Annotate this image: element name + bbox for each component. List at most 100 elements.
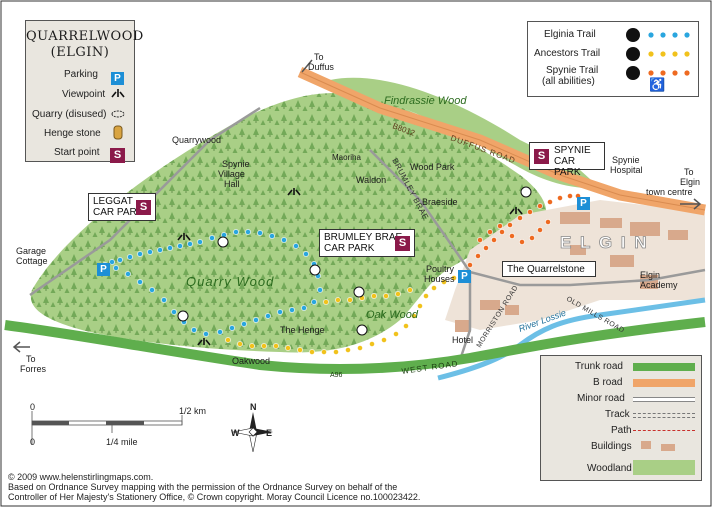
legend-trunk-road-label: Trunk road <box>575 361 623 372</box>
legend-quarry-label: Quarry (disused) <box>32 109 107 120</box>
compass-w: W <box>231 428 240 438</box>
wood-park-label: Wood Park <box>410 162 455 172</box>
title-line-1: QUARRELWOOD <box>26 29 144 44</box>
hotel-label: Hotel <box>452 335 473 345</box>
legend-woodland-label: Woodland <box>587 463 632 474</box>
legend-spynie-label: Spynie Trail <box>546 65 599 76</box>
compass-e: E <box>266 428 272 438</box>
spynie-legend-swatch <box>626 66 690 80</box>
map-title: QUARRELWOOD (ELGIN) <box>26 29 144 61</box>
footer-line-3: Controller of Her Majesty's Stationery O… <box>8 492 421 502</box>
brumley-brae-car-park-callout[interactable]: BRUMLEY BRAE CAR PARK S <box>319 229 415 257</box>
elginia-legend-swatch <box>626 28 690 42</box>
buildings-swatch <box>641 441 651 449</box>
viewpoint-icon <box>177 188 523 346</box>
spynie-start-icon: S <box>534 149 549 164</box>
brumley-parking-glyph: P <box>458 270 471 283</box>
trail-marker-icon <box>177 186 532 336</box>
leggat-parking-glyph: P <box>97 263 110 276</box>
brumley-start-icon: S <box>395 236 410 251</box>
ancestors-legend-swatch <box>626 47 690 61</box>
to-duffus-arrow <box>301 59 313 73</box>
compass-icon: N W E <box>231 402 273 453</box>
to-forres-arrow <box>12 341 30 353</box>
legend-path-label: Path <box>611 425 632 436</box>
maoriha-label: Maoriha <box>332 153 361 162</box>
legend-buildings-label: Buildings <box>591 441 632 452</box>
a96-label: A96 <box>330 372 343 379</box>
compass-n: N <box>250 402 257 412</box>
oakwood-label: Oakwood <box>232 356 270 366</box>
trunk-road-a96 <box>4 317 706 375</box>
start-point-icon: S <box>110 145 125 163</box>
leggat-line-2: CAR PARK <box>93 207 144 218</box>
findrassie-wood-label: Findrassie Wood <box>384 95 467 107</box>
title-line-2: (ELGIN) <box>50 45 110 60</box>
start-point-icon-glyph: S <box>110 148 125 163</box>
path-swatch <box>633 430 695 431</box>
scale-half-km: 1/2 km <box>179 406 206 416</box>
spynie-line-2: CAR PARK <box>554 156 581 178</box>
legend-track-label: Track <box>605 409 630 420</box>
footer-line-2: Based on Ordnance Survey mapping with th… <box>8 482 398 492</box>
leggat-start-icon: S <box>136 200 151 215</box>
legend-henge-stone-label: Henge stone <box>44 128 101 139</box>
parking-icon-glyph: P <box>111 72 124 85</box>
symbols-legend-panel: QUARRELWOOD (ELGIN) Parking P Viewpoint … <box>25 20 144 163</box>
brumley-parking-icon[interactable]: P <box>458 266 471 284</box>
quarrelstone-label: The Quarrelstone <box>507 264 585 275</box>
roads-legend-panel: Trunk road B road Minor road Track Path … <box>540 355 702 481</box>
quarrywood-label: Quarrywood <box>172 135 221 145</box>
leggat-car-park-callout[interactable]: LEGGAT CAR PARK S <box>88 193 156 221</box>
trails-legend-panel: Elginia Trail Ancestors Trail Spynie Tra… <box>527 21 699 97</box>
oak-wood-label: Oak Wood <box>366 309 419 321</box>
elgin-buildings <box>445 200 705 332</box>
minor-road-swatch <box>633 397 695 402</box>
quarry-icon <box>111 110 125 118</box>
quarry-wood-label: Quarry Wood <box>186 274 274 289</box>
track-swatch <box>633 413 695 418</box>
to-elgin-arrow <box>680 198 702 210</box>
elgin-label: E L G I N <box>560 233 649 252</box>
waldon-label: Waldon <box>356 175 386 185</box>
legend-parking-label: Parking <box>64 69 98 80</box>
buildings-swatch-2 <box>661 444 675 451</box>
brumley-line-2: CAR PARK <box>324 243 375 254</box>
legend-ancestors-label: Ancestors Trail <box>534 48 601 59</box>
scale-bar: 0 1/2 km 0 1/4 mile <box>30 402 206 447</box>
spynie-parking-icon[interactable]: P <box>577 193 590 211</box>
legend-minor-road-label: Minor road <box>577 393 625 404</box>
spynie-parking-glyph: P <box>577 197 590 210</box>
trunk-road-swatch <box>633 363 695 371</box>
leggat-parking-icon[interactable]: P <box>97 259 110 277</box>
footer-line-1: © 2009 www.helenstirlingmaps.com. <box>8 472 154 482</box>
wheelchair-icon: ♿ <box>649 77 666 92</box>
leggat-line-1: LEGGAT <box>93 196 133 207</box>
b-road-swatch <box>633 379 695 387</box>
elginia-trail <box>102 229 323 337</box>
the-henge-label: The Henge <box>280 325 325 335</box>
viewpoint-icon <box>111 89 125 98</box>
spynie-line-1: SPYNIE <box>554 145 591 156</box>
legend-b-road-label: B road <box>593 377 623 388</box>
minor-roads <box>29 106 706 361</box>
legend-viewpoint-label: Viewpoint <box>62 89 106 100</box>
legend-start-point-label: Start point <box>54 147 100 158</box>
quarrelstone-callout[interactable]: The Quarrelstone <box>502 261 596 277</box>
parking-icon: P <box>111 68 124 86</box>
scale-zero-bottom: 0 <box>30 437 35 447</box>
spynie-trail <box>467 193 581 268</box>
spynie-car-park-callout[interactable]: SPYNIE CAR PARK S <box>529 142 605 178</box>
legend-spynie-sub: (all abilities) <box>542 76 595 87</box>
scale-zero-top: 0 <box>30 402 35 412</box>
henge-stone-icon <box>113 125 123 140</box>
woodland-swatch <box>633 460 695 475</box>
